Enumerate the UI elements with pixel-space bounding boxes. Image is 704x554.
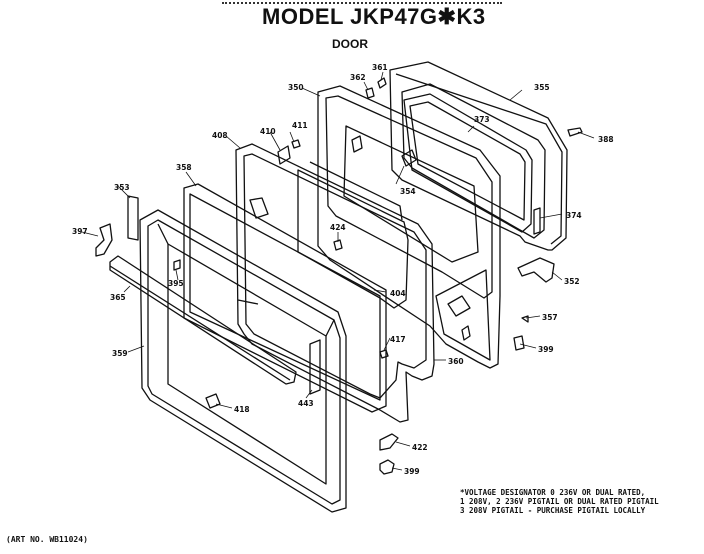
- leader-lines: [81, 71, 595, 471]
- label-408: 408: [212, 131, 228, 140]
- label-350: 350: [288, 83, 304, 92]
- voltage-note-line-3: 3 208V PIGTAIL - PURCHASE PIGTAIL LOCALL…: [460, 506, 646, 515]
- part-410-clip: [277, 145, 291, 165]
- part-355-frame: [389, 61, 568, 251]
- part-417-screw: [379, 349, 389, 359]
- part-399-clip-right: [513, 335, 525, 351]
- part-357-screw: [521, 315, 529, 323]
- label-397: 397: [72, 227, 88, 236]
- art-number: (ART NO. WB11024): [6, 535, 88, 544]
- label-373: 373: [474, 115, 490, 124]
- label-358: 358: [176, 163, 192, 172]
- model-title: MODEL JKP47G✱K3: [262, 4, 486, 29]
- part-362-screw: [365, 87, 375, 99]
- part-360-inner-panel: [235, 143, 435, 423]
- label-374: 374: [566, 211, 582, 220]
- label-404: 404: [390, 289, 406, 298]
- label-411: 411: [292, 121, 308, 130]
- label-424: 424: [330, 223, 346, 232]
- label-352: 352: [564, 277, 580, 286]
- label-365: 365: [110, 293, 126, 302]
- part-359-outer-door: [139, 209, 347, 513]
- part-411-screw: [291, 139, 301, 149]
- part-361-screw: [377, 77, 387, 89]
- part-358-glass: [183, 183, 387, 413]
- label-418: 418: [234, 405, 250, 414]
- part-labels: 361 362 350 355 373 388 411 410 408 354 …: [72, 63, 614, 476]
- part-365-handle: [109, 255, 297, 385]
- voltage-note: *VOLTAGE DESIGNATOR 0 236V OR DUAL RATED…: [460, 488, 659, 515]
- label-359: 359: [112, 349, 128, 358]
- label-395: 395: [168, 279, 184, 288]
- part-399-nut: [379, 459, 395, 475]
- part-395-screw: [173, 259, 181, 271]
- cropped-header-line: [222, 0, 502, 4]
- label-354: 354: [400, 187, 416, 196]
- label-399-bottom: 399: [404, 467, 420, 476]
- label-353: 353: [114, 183, 130, 192]
- label-422: 422: [412, 443, 428, 452]
- label-357: 357: [542, 313, 558, 322]
- part-374-slide: [533, 207, 541, 235]
- label-417: 417: [390, 335, 406, 344]
- voltage-note-line-1: *VOLTAGE DESIGNATOR 0 236V OR DUAL RATED…: [460, 488, 646, 497]
- label-443: 443: [298, 399, 314, 408]
- voltage-note-line-2: 1 208V, 2 236V PIGTAIL OR DUAL RATED PIG…: [460, 497, 659, 506]
- label-388: 388: [598, 135, 614, 144]
- part-373-glass: [403, 93, 533, 233]
- part-350-liner: [317, 85, 501, 369]
- label-360: 360: [448, 357, 464, 366]
- part-354-clip: [401, 149, 417, 167]
- label-361: 361: [372, 63, 388, 72]
- part-388-screw: [567, 127, 583, 137]
- part-443-bracket: [309, 339, 321, 395]
- label-362: 362: [350, 73, 366, 82]
- part-353-bracket: [127, 195, 139, 241]
- label-355: 355: [534, 83, 550, 92]
- label-399-right: 399: [538, 345, 554, 354]
- section-title: DOOR: [332, 37, 368, 51]
- part-397-clip: [95, 223, 113, 257]
- part-352-bracket: [517, 257, 555, 283]
- part-418-tab: [205, 393, 221, 409]
- part-422-clip: [379, 433, 399, 451]
- label-410: 410: [260, 127, 276, 136]
